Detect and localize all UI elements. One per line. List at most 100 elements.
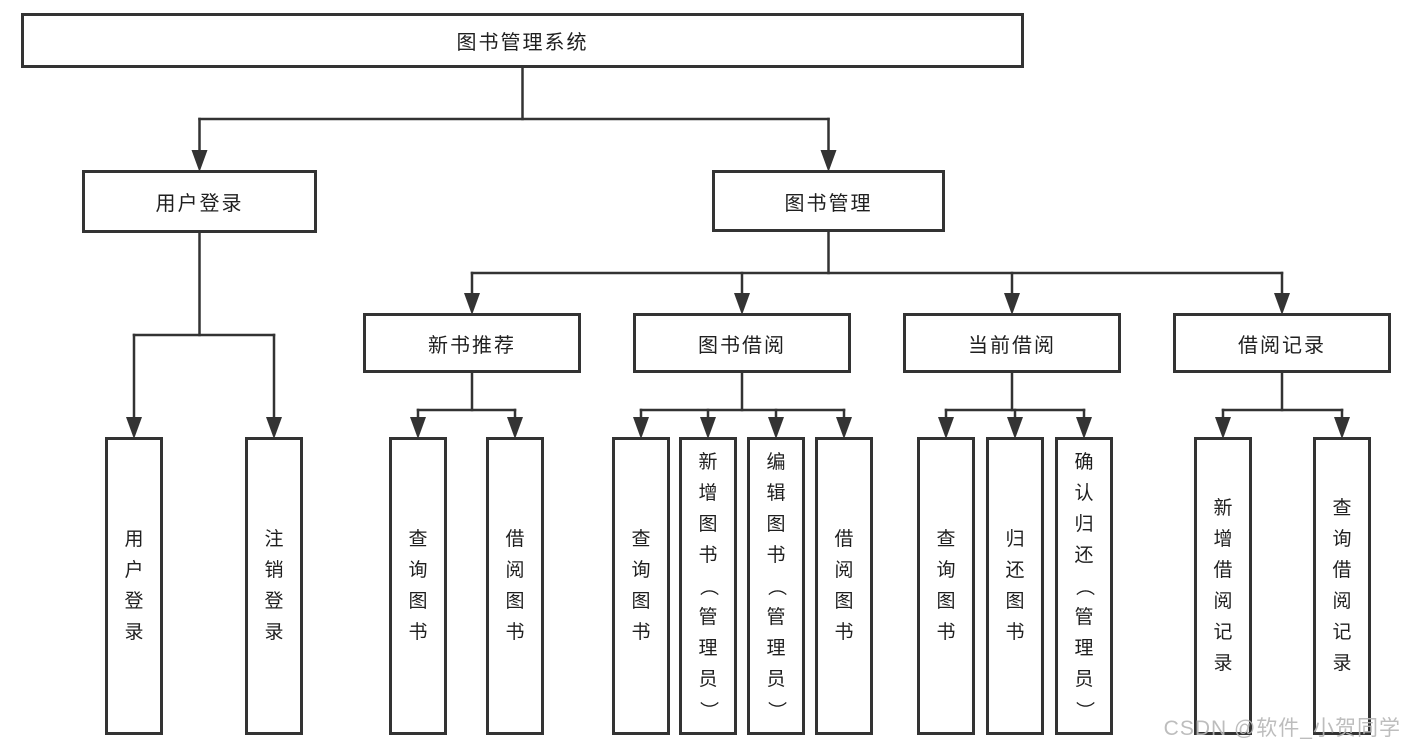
node-char: 图 xyxy=(631,591,651,612)
arrowhead-icon xyxy=(768,417,784,439)
node-char: 理 xyxy=(698,637,718,659)
arrowhead-icon xyxy=(1007,417,1023,439)
node-char: 阅 xyxy=(1213,591,1233,612)
node-leaf-cb-confirm: 确认归还（管理员） xyxy=(1055,437,1113,735)
arrowhead-icon xyxy=(1274,293,1290,315)
node-leaf-cb-return: 归还图书 xyxy=(986,437,1044,735)
node-char: 询 xyxy=(936,560,956,581)
arrowhead-icon xyxy=(410,417,426,439)
node-char: 户 xyxy=(124,560,144,581)
node-root: 图书管理系统 xyxy=(21,13,1024,68)
node-char: 注 xyxy=(264,529,284,550)
arrowhead-icon xyxy=(126,417,142,439)
node-char: 还 xyxy=(1005,560,1025,581)
node-leaf-logout: 注销登录 xyxy=(245,437,303,735)
node-char: 还 xyxy=(1074,544,1094,566)
node-char: 图 xyxy=(698,513,718,535)
node-leaf-bb-query: 查询图书 xyxy=(612,437,670,735)
node-char: 阅 xyxy=(505,560,525,581)
node-char: 查 xyxy=(631,529,651,550)
node-char: 理 xyxy=(1074,637,1094,659)
node-char: 确 xyxy=(1074,451,1094,473)
node-char: 归 xyxy=(1074,513,1094,535)
node-char: 增 xyxy=(1213,529,1233,550)
node-char: 新 xyxy=(1213,498,1233,519)
node-char: 用 xyxy=(124,529,144,550)
node-char: 图 xyxy=(408,591,428,612)
node-char: 增 xyxy=(698,482,718,504)
node-char: ） xyxy=(1073,700,1095,720)
node-new-book-rec: 新书推荐 xyxy=(363,313,581,373)
node-char: 录 xyxy=(264,622,284,643)
node-book-mgmt: 图书管理 xyxy=(712,170,945,232)
node-char: 书 xyxy=(1005,622,1025,643)
node-current-borrow: 当前借阅 xyxy=(903,313,1121,373)
node-char: （ xyxy=(765,576,787,596)
arrowhead-icon xyxy=(464,293,480,315)
node-char: ） xyxy=(765,700,787,720)
node-char: 书 xyxy=(936,622,956,643)
node-char: 记 xyxy=(1332,622,1352,643)
arrowhead-icon xyxy=(191,150,208,172)
node-leaf-user-login: 用户登录 xyxy=(105,437,163,735)
node-char: 图 xyxy=(1005,591,1025,612)
node-char: 书 xyxy=(698,544,718,566)
node-char: 录 xyxy=(1332,653,1352,674)
arrowhead-icon xyxy=(734,293,750,315)
node-leaf-nb-borrow: 借阅图书 xyxy=(486,437,544,735)
node-char: 书 xyxy=(631,622,651,643)
node-char: 借 xyxy=(834,529,854,550)
node-char: 登 xyxy=(124,591,144,612)
node-char: 借 xyxy=(505,529,525,550)
node-leaf-bb-borrow: 借阅图书 xyxy=(815,437,873,735)
arrowhead-icon xyxy=(820,150,837,172)
node-char: 书 xyxy=(834,622,854,643)
node-leaf-br-query: 查询借阅记录 xyxy=(1313,437,1371,735)
node-book-borrow: 图书借阅 xyxy=(633,313,851,373)
node-char: 录 xyxy=(1213,653,1233,674)
node-char: 登 xyxy=(264,591,284,612)
node-char: 阅 xyxy=(1332,591,1352,612)
node-user-login: 用户登录 xyxy=(82,170,317,233)
node-leaf-br-add: 新增借阅记录 xyxy=(1194,437,1252,735)
node-leaf-cb-query: 查询图书 xyxy=(917,437,975,735)
node-char: 询 xyxy=(408,560,428,581)
arrowhead-icon xyxy=(1076,417,1092,439)
node-char: 销 xyxy=(264,560,284,581)
node-char: 借 xyxy=(1213,560,1233,581)
arrowhead-icon xyxy=(1004,293,1020,315)
arrowhead-icon xyxy=(836,417,852,439)
node-leaf-nb-query: 查询图书 xyxy=(389,437,447,735)
arrowhead-icon xyxy=(1215,417,1231,439)
node-char: 新 xyxy=(698,451,718,473)
node-char: （ xyxy=(697,576,719,596)
node-char: 认 xyxy=(1074,482,1094,504)
node-char: 员 xyxy=(698,668,718,690)
node-char: 图 xyxy=(766,513,786,535)
node-char: 借 xyxy=(1332,560,1352,581)
node-leaf-bb-add: 新增图书（管理员） xyxy=(679,437,737,735)
node-char: 编 xyxy=(766,451,786,473)
node-char: 书 xyxy=(505,622,525,643)
node-char: 员 xyxy=(766,668,786,690)
node-char: 查 xyxy=(1332,498,1352,519)
node-char: ） xyxy=(697,700,719,720)
node-char: 理 xyxy=(766,637,786,659)
node-char: （ xyxy=(1073,576,1095,596)
node-char: 管 xyxy=(766,606,786,628)
node-char: 询 xyxy=(631,560,651,581)
node-char: 阅 xyxy=(834,560,854,581)
watermark: CSDN @软件_小贺同学 xyxy=(1163,717,1401,740)
node-char: 记 xyxy=(1213,622,1233,643)
node-char: 询 xyxy=(1332,529,1352,550)
arrowhead-icon xyxy=(938,417,954,439)
node-leaf-bb-edit: 编辑图书 （ 管理员 ） xyxy=(747,437,805,735)
arrowhead-icon xyxy=(633,417,649,439)
node-char: 查 xyxy=(936,529,956,550)
node-char: 图 xyxy=(834,591,854,612)
node-char: 书 xyxy=(766,544,786,566)
node-char: 辑 xyxy=(766,482,786,504)
arrowhead-icon xyxy=(507,417,523,439)
